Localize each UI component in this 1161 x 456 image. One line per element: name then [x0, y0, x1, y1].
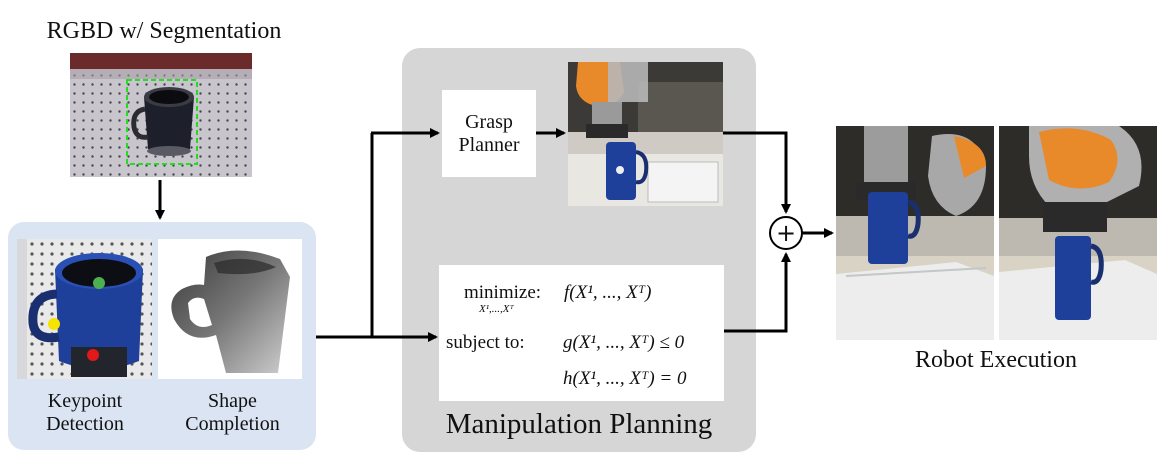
grasp-photo [568, 62, 723, 206]
objective-fn: f(X¹, ..., Xᵀ) [564, 282, 652, 303]
planning-title: Manipulation Planning [445, 408, 713, 440]
robot-exec-photo-1 [836, 126, 994, 340]
arrow-grasp-photo-to-plus [723, 131, 791, 214]
grasp-line2: Planner [458, 133, 520, 156]
equality-constraint: h(X¹, ..., Xᵀ) = 0 [563, 368, 687, 389]
shape-label-line1: Shape [208, 390, 257, 412]
shape-label-line2: Completion [185, 413, 280, 435]
rgbd-photo [70, 53, 252, 177]
arrow-optimization-to-plus [724, 252, 791, 333]
keypoint-label-line2: Detection [46, 413, 124, 435]
keypoint-red [87, 349, 99, 361]
keypoint-label: Keypoint Detection [20, 390, 150, 436]
keypoint-green [93, 277, 105, 289]
minimize-word: minimize: [464, 282, 542, 303]
keypoint-label-line1: Keypoint [47, 390, 123, 412]
grasp-planner-box: Grasp Planner [442, 90, 536, 177]
keypoint-photo [17, 239, 152, 379]
segmentation-box [126, 79, 198, 165]
robot-exec-photo-2 [999, 126, 1157, 340]
minimize-sub: X¹,...,Xᵀ [479, 303, 514, 315]
rgbd-title: RGBD w/ Segmentation [46, 18, 282, 44]
shape-label: Shape Completion [165, 390, 300, 436]
execution-label: Robot Execution [915, 347, 1077, 373]
keypoint-yellow [48, 318, 60, 330]
inequality-constraint: g(X¹, ..., Xᵀ) ≤ 0 [563, 332, 685, 353]
depth-completion-photo [158, 239, 302, 379]
plus-symbol: + [775, 219, 797, 247]
subject-to-word: subject to: [446, 332, 525, 353]
optimization-box [439, 265, 724, 401]
grasp-line1: Grasp [465, 110, 513, 133]
